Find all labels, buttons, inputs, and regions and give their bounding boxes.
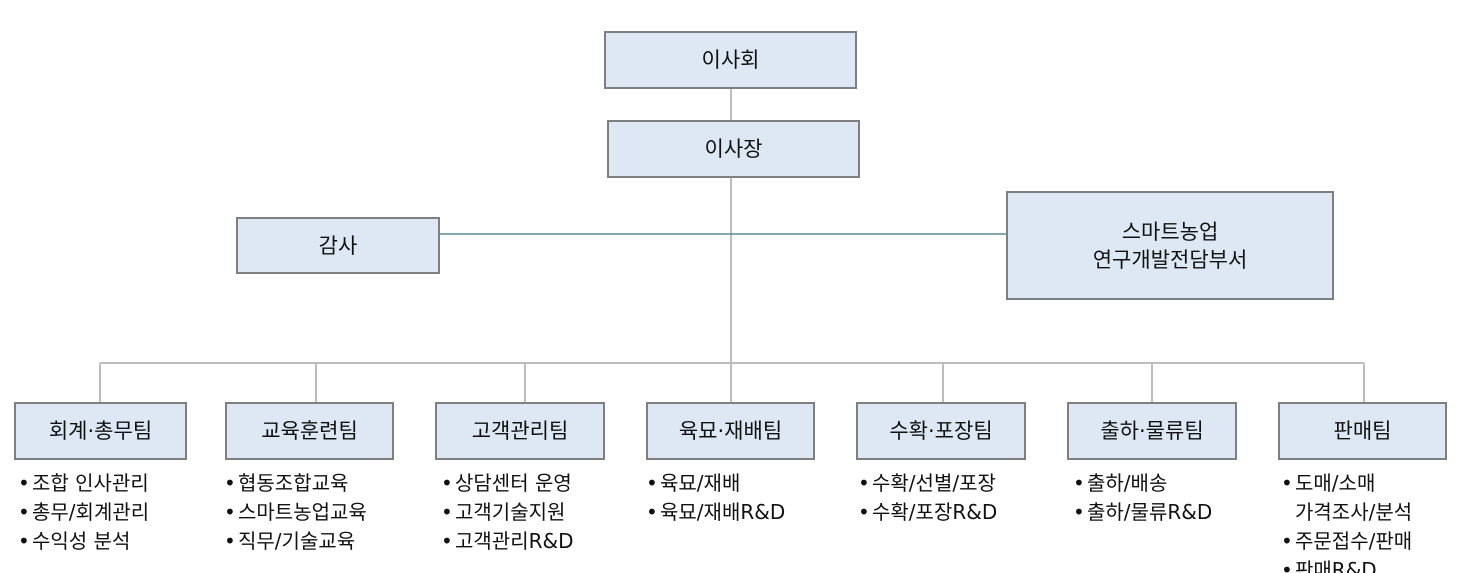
duty-item: 주문접수/판매 bbox=[1281, 527, 1412, 556]
team-box-logistics: 출하·물류팀 bbox=[1067, 402, 1237, 460]
rnd-department-box: 스마트농업 연구개발전담부서 bbox=[1006, 191, 1334, 300]
ceo-box: 이사장 bbox=[607, 120, 860, 178]
duty-item: 상담센터 운영 bbox=[441, 469, 574, 498]
duty-item: 판매R&D bbox=[1281, 556, 1412, 573]
duty-item: 고객관리R&D bbox=[441, 527, 574, 556]
team-box-customer: 고객관리팀 bbox=[435, 402, 605, 460]
board-box: 이사회 bbox=[604, 31, 857, 89]
duty-item: 출하/배송 bbox=[1073, 469, 1212, 498]
duty-item: 수확/선별/포장 bbox=[858, 469, 997, 498]
duty-item: 조합 인사관리 bbox=[18, 469, 149, 498]
audit-box: 감사 bbox=[236, 217, 440, 274]
duty-item-continued: 가격조사/분석 bbox=[1295, 500, 1413, 524]
team-box-seedling: 육묘·재배팀 bbox=[646, 402, 815, 460]
team-duties-accounting: 조합 인사관리 총무/회계관리 수익성 분석 bbox=[18, 469, 149, 556]
team-duties-customer: 상담센터 운영 고객기술지원 고객관리R&D bbox=[441, 469, 574, 556]
duty-item: 출하/물류R&D bbox=[1073, 498, 1212, 527]
board-label: 이사회 bbox=[701, 48, 760, 72]
duty-item: 협동조합교육 bbox=[224, 469, 367, 498]
team-name: 육묘·재배팀 bbox=[678, 419, 783, 443]
rnd-label-line-2: 연구개발전담부서 bbox=[1092, 247, 1248, 272]
team-box-accounting: 회계·총무팀 bbox=[14, 402, 187, 460]
rnd-label-line-1: 스마트농업 bbox=[1121, 219, 1219, 244]
duty-item: 고객기술지원 bbox=[441, 498, 574, 527]
team-box-education: 교육훈련팀 bbox=[225, 402, 394, 460]
duty-item: 직무/기술교육 bbox=[224, 527, 367, 556]
duty-item: 수확/포장R&D bbox=[858, 498, 997, 527]
duty-item: 육묘/재배R&D bbox=[646, 498, 785, 527]
team-name: 판매팀 bbox=[1333, 419, 1392, 443]
team-duties-seedling: 육묘/재배 육묘/재배R&D bbox=[646, 469, 785, 527]
audit-label: 감사 bbox=[318, 233, 358, 258]
ceo-label: 이사장 bbox=[704, 137, 763, 161]
duty-item: 수익성 분석 bbox=[18, 527, 149, 556]
team-name: 수확·포장팀 bbox=[889, 419, 993, 443]
team-duties-harvest: 수확/선별/포장 수확/포장R&D bbox=[858, 469, 997, 527]
team-name: 고객관리팀 bbox=[471, 419, 569, 443]
duty-item: 스마트농업교육 bbox=[224, 498, 367, 527]
team-name: 회계·총무팀 bbox=[48, 419, 153, 443]
team-box-sales: 판매팀 bbox=[1278, 402, 1447, 460]
duty-item: 도매/소매 bbox=[1281, 469, 1412, 498]
team-duties-sales: 도매/소매 가격조사/분석 주문접수/판매 판매R&D bbox=[1281, 469, 1412, 573]
team-name: 출하·물류팀 bbox=[1100, 419, 1204, 443]
duty-item: 육묘/재배 bbox=[646, 469, 785, 498]
team-duties-logistics: 출하/배송 출하/물류R&D bbox=[1073, 469, 1212, 527]
team-name: 교육훈련팀 bbox=[261, 419, 358, 443]
team-box-harvest: 수확·포장팀 bbox=[856, 402, 1026, 460]
team-duties-education: 협동조합교육 스마트농업교육 직무/기술교육 bbox=[224, 469, 367, 556]
duty-item: 총무/회계관리 bbox=[18, 498, 149, 527]
